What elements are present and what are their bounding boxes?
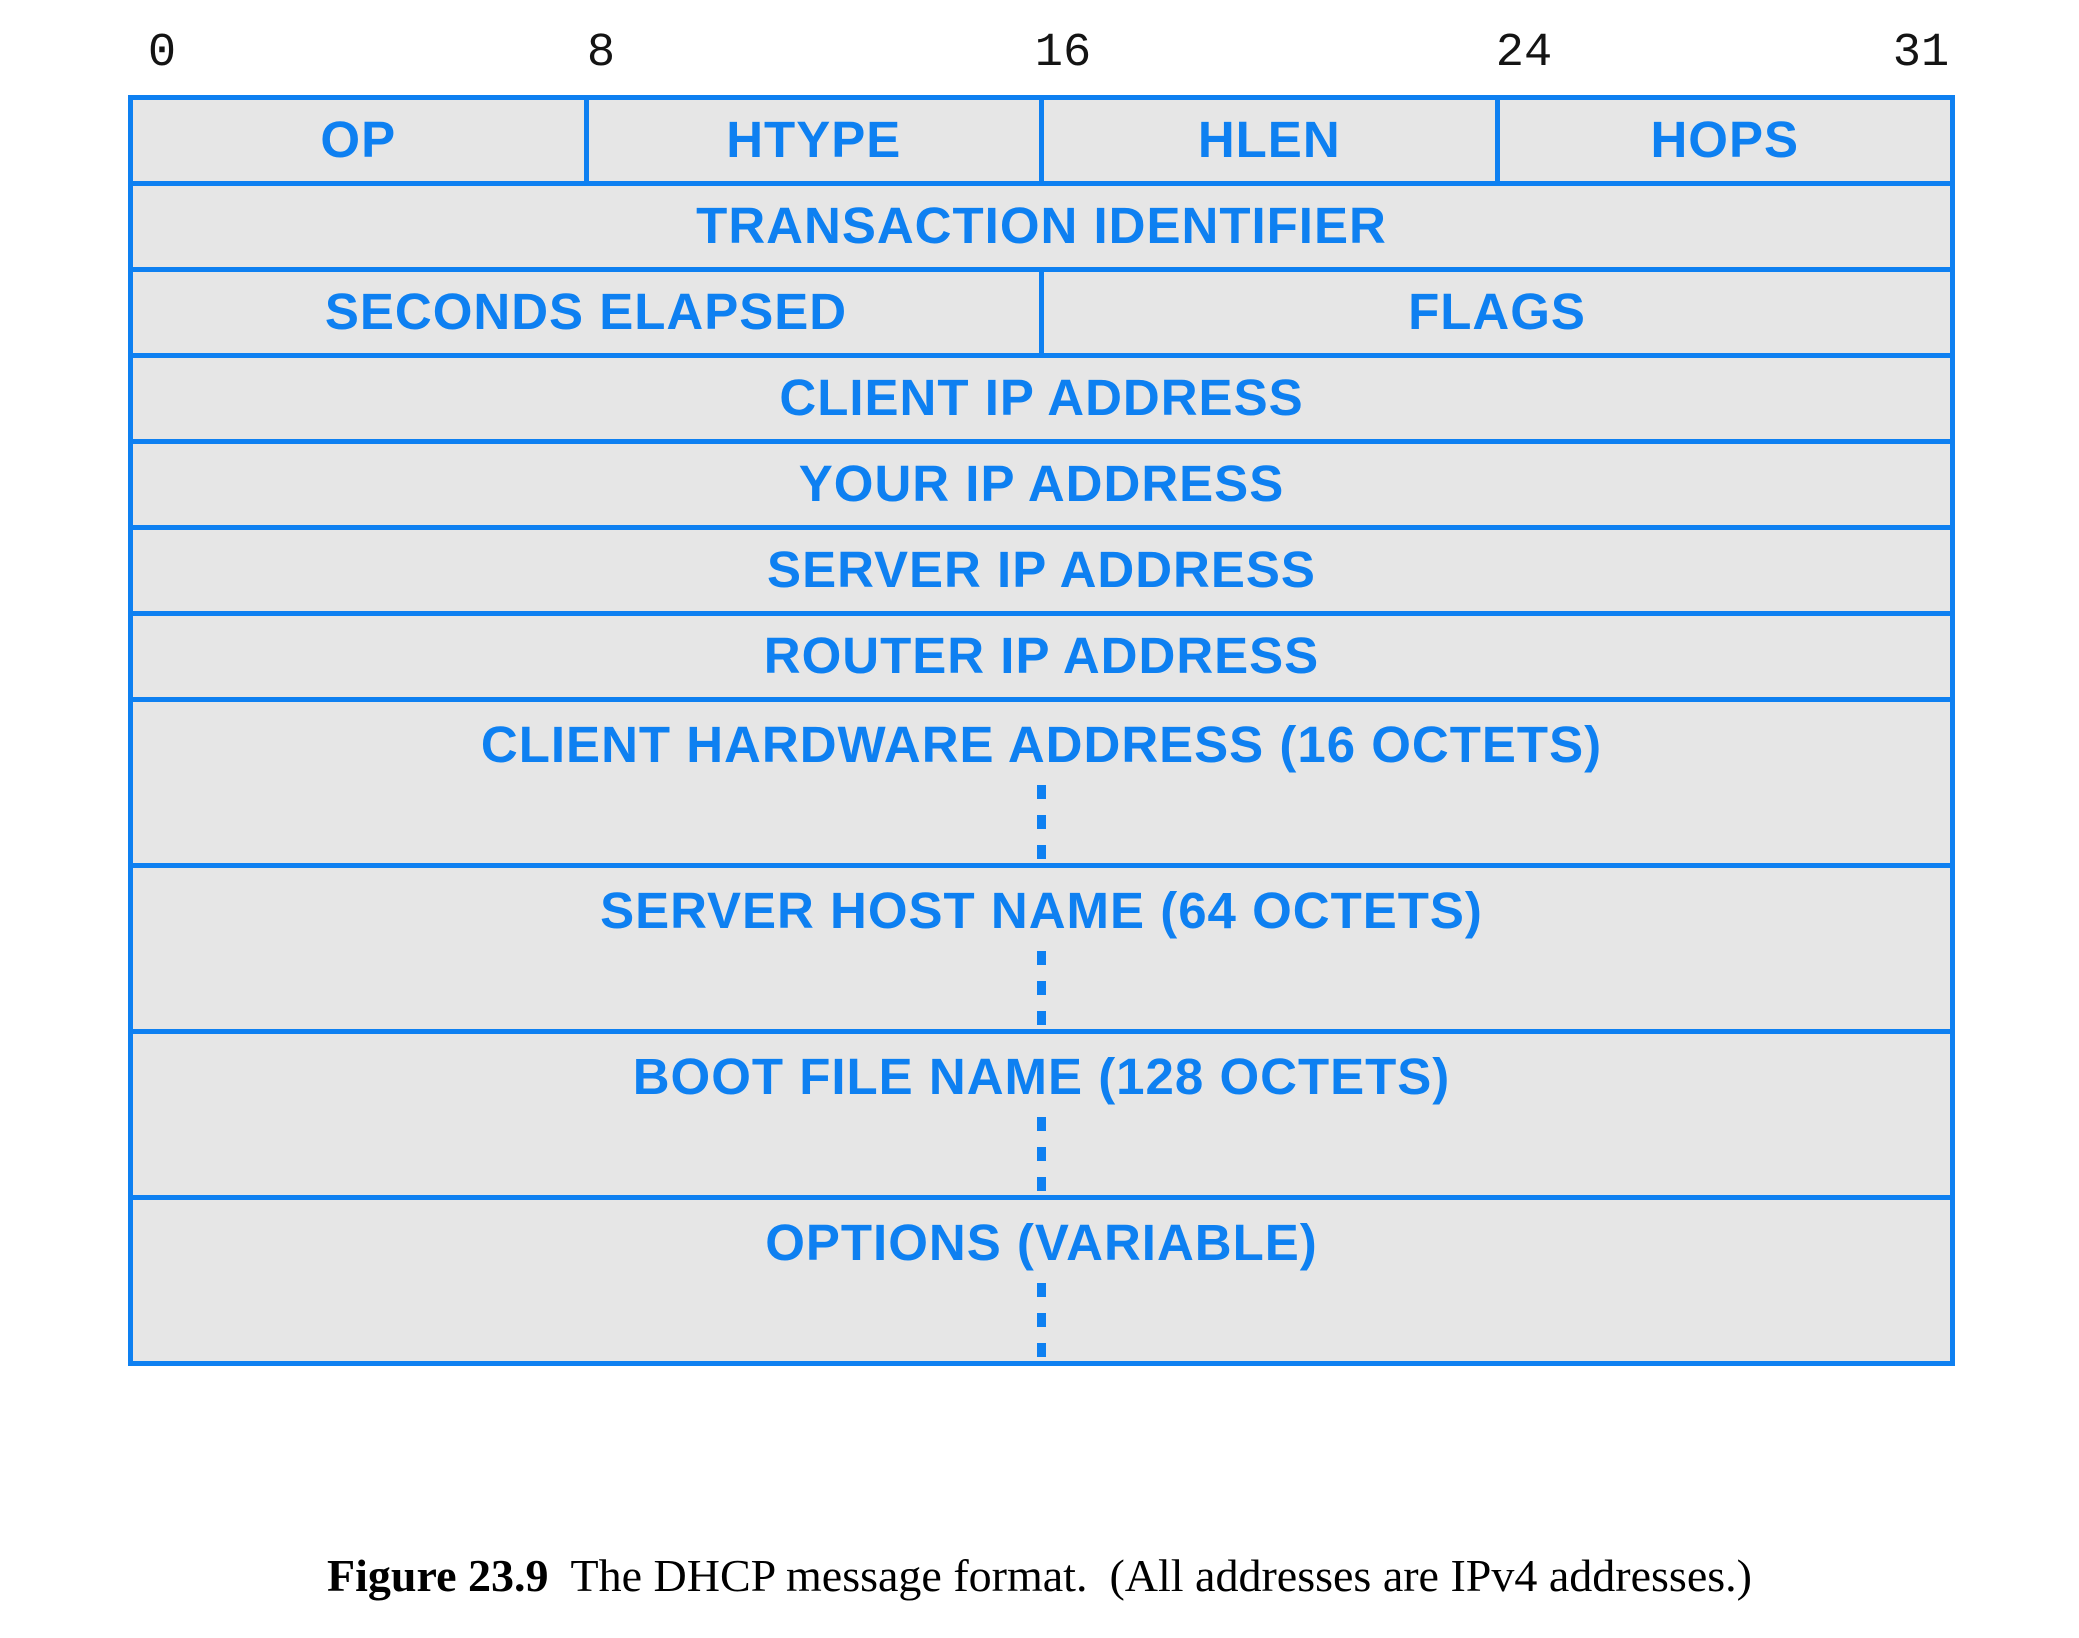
field-label: SERVER IP ADDRESS: [767, 541, 1316, 599]
dot: [1037, 1313, 1046, 1328]
dot: [1037, 845, 1046, 860]
continuation-dots: [1037, 1117, 1046, 1192]
packet-row-server-ip-address: SERVER IP ADDRESS: [133, 525, 1950, 611]
field-router-ip-address: ROUTER IP ADDRESS: [133, 616, 1950, 697]
field-hops: HOPS: [1494, 100, 1951, 181]
packet-row-boot-file-name: BOOT FILE NAME (128 OCTETS): [133, 1029, 1950, 1195]
dot: [1037, 1147, 1046, 1162]
bit-ruler: 0 8 16 24 31: [128, 24, 1955, 84]
packet-row-transaction-identifier: TRANSACTION IDENTIFIER: [133, 181, 1950, 267]
dot: [1037, 1283, 1046, 1298]
dot: [1037, 1117, 1046, 1132]
dhcp-packet-diagram: OP HTYPE HLEN HOPS TRANSACTION IDENTIFIE…: [128, 95, 1955, 1366]
bit-ruler-label-31: 31: [1892, 27, 1950, 80]
packet-row-seconds-flags: SECONDS ELAPSED FLAGS: [133, 267, 1950, 353]
field-label: OP: [320, 111, 397, 169]
field-label: YOUR IP ADDRESS: [798, 455, 1285, 513]
packet-row-client-ip-address: CLIENT IP ADDRESS: [133, 353, 1950, 439]
field-label: HTYPE: [726, 111, 902, 169]
packet-row-router-ip-address: ROUTER IP ADDRESS: [133, 611, 1950, 697]
dot: [1037, 981, 1046, 996]
dot: [1037, 1177, 1046, 1192]
dot: [1037, 1011, 1046, 1026]
packet-row-your-ip-address: YOUR IP ADDRESS: [133, 439, 1950, 525]
field-client-ip-address: CLIENT IP ADDRESS: [133, 358, 1950, 439]
caption-note: (All addresses are IPv4 addresses.): [1109, 1550, 1752, 1601]
field-label: SECONDS ELAPSED: [324, 283, 848, 341]
field-label: SERVER HOST NAME (64 OCTETS): [600, 882, 1483, 939]
bit-ruler-label-24: 24: [1495, 27, 1553, 80]
caption-text: The DHCP message format.: [570, 1550, 1088, 1601]
field-label: CLIENT IP ADDRESS: [779, 369, 1304, 427]
field-label: TRANSACTION IDENTIFIER: [696, 197, 1387, 255]
field-label: HLEN: [1197, 111, 1341, 169]
field-server-host-name: SERVER HOST NAME (64 OCTETS): [133, 868, 1950, 1029]
field-flags: FLAGS: [1039, 272, 1950, 353]
dot: [1037, 815, 1046, 830]
field-seconds-elapsed: SECONDS ELAPSED: [133, 272, 1039, 353]
field-label: FLAGS: [1408, 283, 1586, 341]
field-server-ip-address: SERVER IP ADDRESS: [133, 530, 1950, 611]
dot: [1037, 951, 1046, 966]
field-client-hardware-address: CLIENT HARDWARE ADDRESS (16 OCTETS): [133, 702, 1950, 863]
packet-row-server-host-name: SERVER HOST NAME (64 OCTETS): [133, 863, 1950, 1029]
continuation-dots: [1037, 1283, 1046, 1358]
figure-number: Figure 23.9: [327, 1550, 549, 1601]
dot: [1037, 785, 1046, 800]
bit-ruler-label-8: 8: [586, 27, 616, 80]
field-options: OPTIONS (VARIABLE): [133, 1200, 1950, 1361]
field-op: OP: [133, 100, 584, 181]
dot: [1037, 1343, 1046, 1358]
packet-row-op-htype-hlen-hops: OP HTYPE HLEN HOPS: [133, 100, 1950, 181]
field-label: CLIENT HARDWARE ADDRESS (16 OCTETS): [480, 716, 1603, 773]
field-label: HOPS: [1650, 111, 1800, 169]
figure-caption: Figure 23.9 The DHCP message format. (All …: [0, 1549, 2079, 1602]
continuation-dots: [1037, 951, 1046, 1026]
packet-row-client-hardware-address: CLIENT HARDWARE ADDRESS (16 OCTETS): [133, 697, 1950, 863]
bit-ruler-label-16: 16: [1034, 27, 1092, 80]
field-htype: HTYPE: [583, 100, 1040, 181]
continuation-dots: [1037, 785, 1046, 860]
bit-ruler-label-0: 0: [147, 27, 177, 80]
field-boot-file-name: BOOT FILE NAME (128 OCTETS): [133, 1034, 1950, 1195]
field-label: ROUTER IP ADDRESS: [763, 627, 1320, 685]
field-label: OPTIONS (VARIABLE): [765, 1214, 1318, 1271]
field-transaction-identifier: TRANSACTION IDENTIFIER: [133, 186, 1950, 267]
field-hlen: HLEN: [1039, 100, 1495, 181]
field-your-ip-address: YOUR IP ADDRESS: [133, 444, 1950, 525]
field-label: BOOT FILE NAME (128 OCTETS): [632, 1048, 1451, 1105]
packet-row-options: OPTIONS (VARIABLE): [133, 1195, 1950, 1361]
